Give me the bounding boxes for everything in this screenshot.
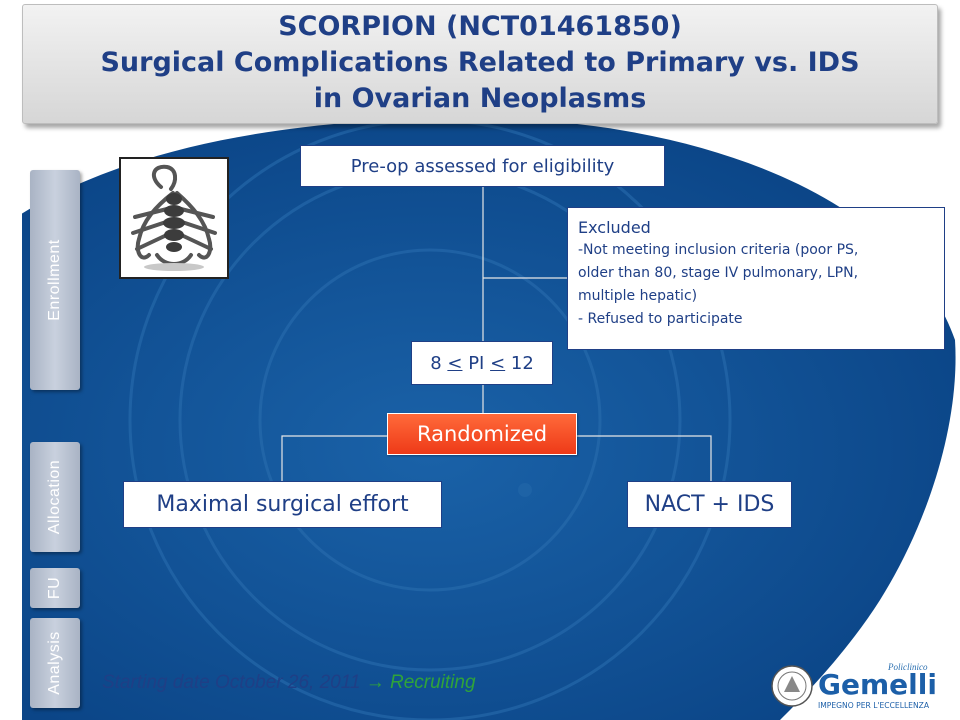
pi-prefix: 8 [430,352,448,374]
excluded-title: Excluded [578,218,651,237]
starting-date-text: Starting date October 26, 2011 [102,672,366,693]
arm-maximal-surgery-box: Maximal surgical effort [123,481,442,528]
pi-suffix: 12 [505,352,534,374]
stage-allocation: Allocation [30,442,80,552]
stage-fu: FU [30,568,80,608]
logo-tagline: IMPEGNO PER L'ECCELLENZA [818,701,930,710]
excluded-item: older than 80, stage IV pulmonary, LPN, [578,265,859,281]
title-line-1: SCORPION (NCT01461850) [278,11,682,42]
logo-brand: Gemelli [818,668,937,701]
preop-eligibility-box: Pre-op assessed for eligibility [300,145,665,187]
arm-nact-ids-box: NACT + IDS [627,481,792,528]
scorpion-icon [131,164,217,271]
right-arrow-icon: → [365,672,385,693]
pi-leq-1: < [447,352,463,374]
excluded-item: -Not meeting inclusion criteria (poor PS… [578,242,859,258]
starting-date-note: Starting date October 26, 2011 → Recruit… [102,672,476,694]
university-seal-icon [771,665,813,707]
stage-enrollment: Enrollment [30,170,80,390]
pi-range-box: 8 < PI < 12 [411,341,553,385]
excluded-box: Excluded -Not meeting inclusion criteria… [567,207,945,350]
title-line-2: Surgical Complications Related to Primar… [100,47,860,78]
pi-middle: PI [462,352,491,374]
title-line-3: in Ovarian Neoplasms [313,83,647,114]
randomized-box: Randomized [387,413,577,455]
logo-brand-small: Policlinico [887,662,928,672]
pi-leq-2: < [490,352,506,374]
excluded-item: - Refused to participate [578,311,743,327]
gemelli-logo: Policlinico Gemelli IMPEGNO PER L'ECCELL… [771,662,937,710]
stage-analysis: Analysis [30,618,80,708]
recruiting-status: Recruiting [384,672,476,693]
scorpion-image [119,157,229,279]
excluded-item: multiple hepatic) [578,288,698,304]
title-banner: SCORPION (NCT01461850) Surgical Complica… [22,4,938,124]
